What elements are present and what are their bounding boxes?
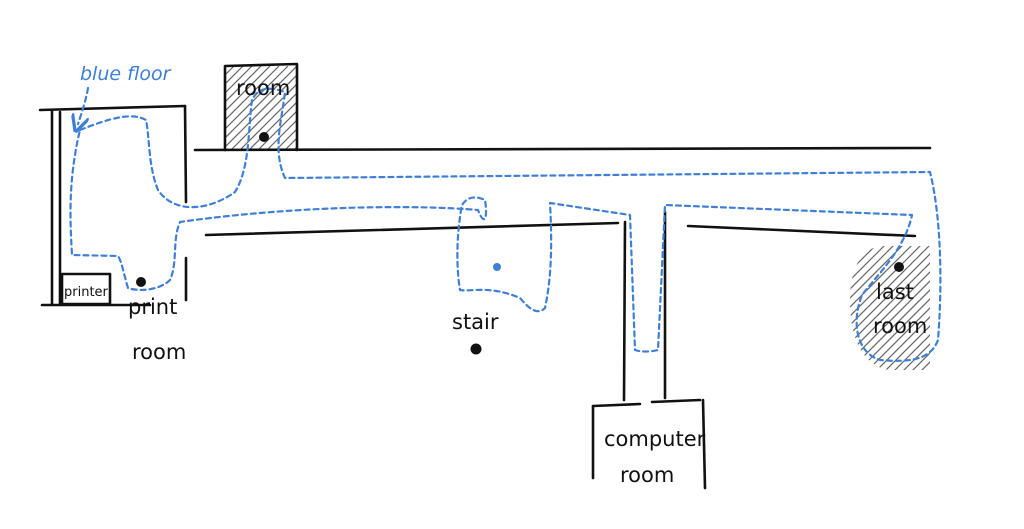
hatch-line [225,74,297,148]
hatch-line [892,245,930,370]
room-dot [259,132,269,142]
last-room-dot [894,262,904,272]
hatch-line [850,245,896,370]
hatch-line [225,66,271,112]
hatch-line [850,245,869,370]
computer-room-walls [591,398,707,490]
hatch-line [257,110,297,150]
hatch-line [225,66,244,85]
hatch-line [919,245,930,370]
hatch-line [874,245,930,370]
room-label: room [236,76,290,100]
hatch-line [928,245,930,370]
annotation-arrow [78,86,88,124]
hatch-line [225,66,297,139]
corridor-walls [193,146,932,402]
computer-room-label-line1: computer [604,427,706,451]
printer-label: printer [64,285,109,300]
hatch-line [856,245,930,370]
hatch-line [275,128,297,150]
printer-box [60,272,112,306]
print-room-label-line2: room [132,340,186,364]
room-box [223,62,299,152]
stair-dot [470,343,482,355]
hatch-line [850,245,851,370]
hatch-line [883,245,930,370]
last-room-label-line2: room [873,314,927,338]
hatch-line [225,66,289,130]
hatch-line [266,119,297,150]
stair-blue-dot [493,263,501,271]
print-room-dot [136,277,146,287]
hatch-line [293,146,297,150]
hatch-line [850,245,930,370]
hatch-line [850,245,887,370]
stair-label: stair [452,310,499,334]
hatch-line [850,245,930,370]
hatch-line [850,245,860,370]
computer-room-label-line2: room [620,463,674,487]
last-room-hatching [850,245,930,370]
hatch-line [850,245,930,370]
hatch-line [901,245,930,370]
hatch-line [225,66,262,103]
hatch-line [225,66,253,94]
print-room-label-line1: print [128,295,177,319]
hatch-line [230,83,297,150]
hatch-line [850,245,905,370]
blue-floor-label: blue floor [80,63,172,85]
hatch-line [910,245,930,370]
hatch-line [225,66,280,121]
blue-floor-route [69,87,942,362]
last-room-label-line1: last [876,280,914,304]
hatch-line [865,245,930,370]
hatch-line [850,245,914,370]
hatch-line [850,245,930,370]
